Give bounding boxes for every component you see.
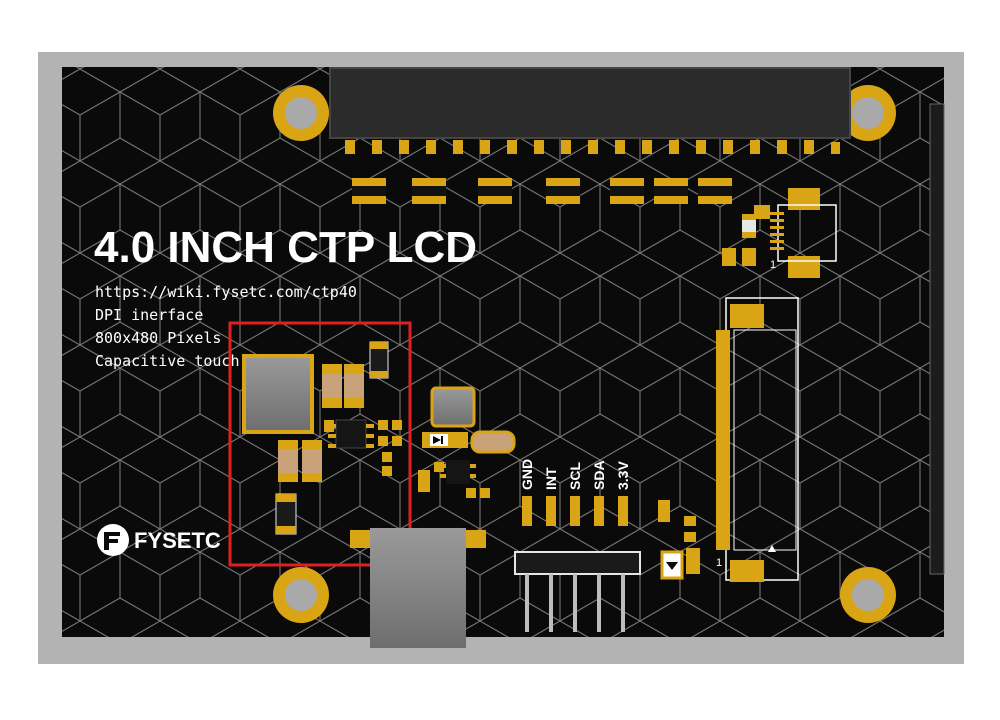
smd-resistors-power [275, 341, 402, 535]
top-header-connector [329, 67, 851, 139]
highlight-box [228, 321, 412, 567]
bottom-connector [350, 528, 486, 648]
spec-touch: Capacitive touch [95, 352, 240, 370]
spec-resolution: 800x480 Pixels [95, 329, 221, 347]
spec-interface: DPI inerface [95, 306, 203, 324]
power-inductor-large [242, 354, 314, 434]
fysetc-logo-icon [97, 524, 129, 556]
resistor-arrays [352, 178, 732, 204]
touch-connector-pin1-label: 1 [770, 259, 776, 271]
mounting-hole-top-left [273, 85, 329, 141]
mounting-hole-bottom-right [840, 567, 896, 623]
frame-right-edge [929, 103, 945, 575]
pin-labels: GND INT SCL SDA 3.3V [519, 459, 631, 490]
mounting-hole-bottom-left [273, 567, 329, 623]
diode-symbol-icon [422, 432, 468, 448]
silkscreen-pattern [62, 67, 944, 637]
electrolytic-capacitor [470, 430, 516, 454]
pin-label-sda: SDA [591, 460, 607, 490]
small-components-top-right [722, 205, 770, 266]
pin-header [514, 496, 641, 632]
pin-label-int: INT [543, 467, 559, 490]
touch-panel-connector: 1 [770, 188, 837, 278]
ldo-ic [440, 460, 476, 484]
board-title: 4.0 INCH CTP LCD [94, 223, 477, 272]
fpc-display-connector: 1 [716, 297, 799, 582]
capacitors-power [278, 364, 364, 482]
top-header-pads [345, 140, 840, 154]
small-components-middle [418, 462, 490, 498]
spec-url: https://wiki.fysetc.com/ctp40 [95, 283, 357, 301]
pin-label-scl: SCL [567, 462, 583, 490]
logo-text: FYSETC [134, 528, 221, 553]
pin-label-gnd: GND [519, 459, 535, 490]
fpc-pin1-label: 1 [716, 557, 722, 569]
mounting-hole-top-right [840, 85, 896, 141]
led-symbol-icon [660, 550, 684, 580]
pin-label-3v3: 3.3V [615, 461, 631, 490]
small-components-bottom-right [658, 500, 700, 574]
power-inductor-small [430, 386, 476, 428]
